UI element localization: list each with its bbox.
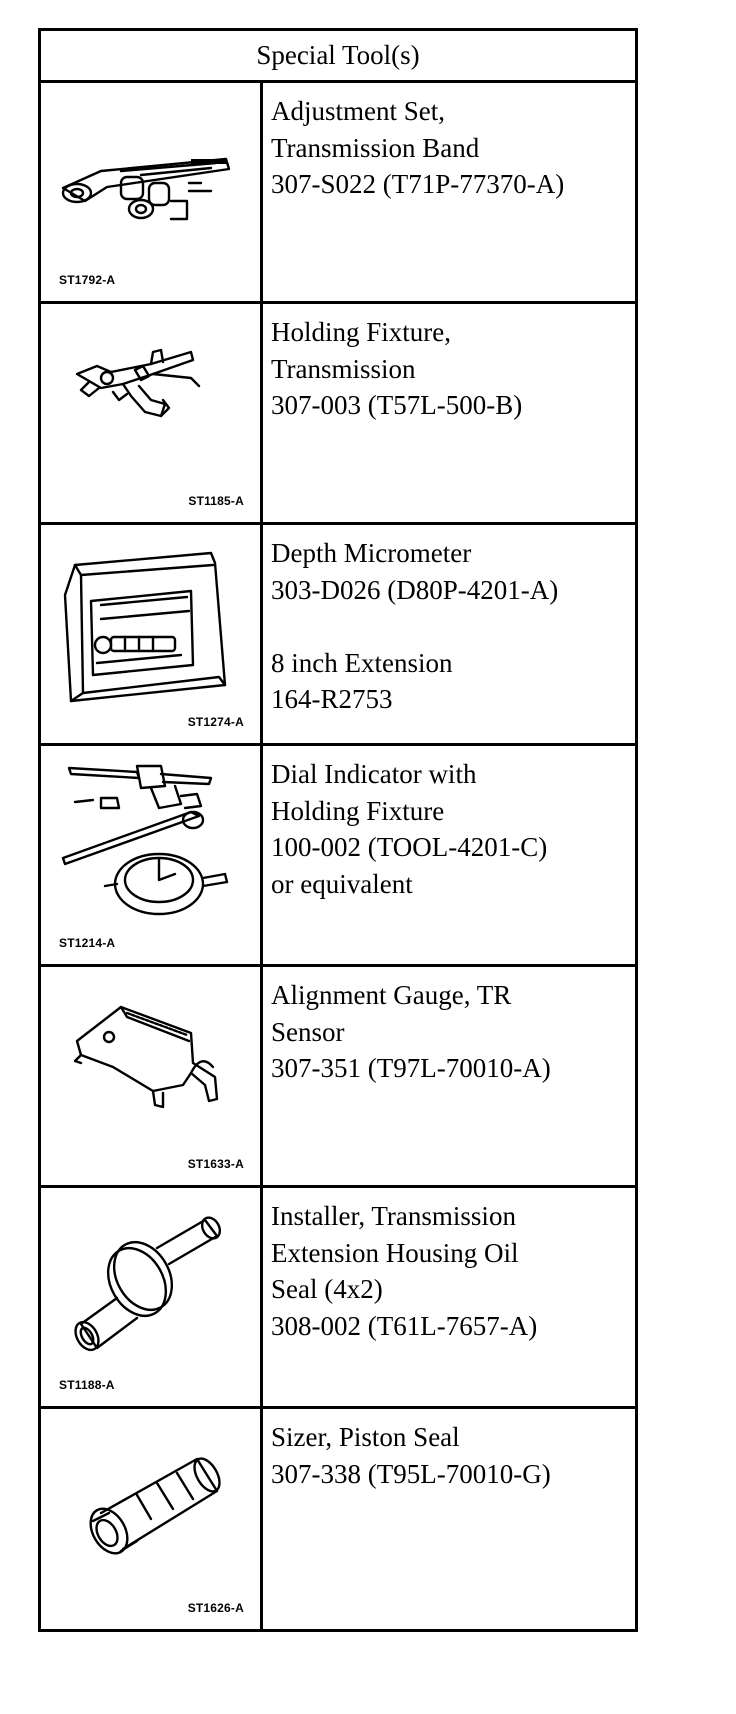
tool-image-cell: ST1185-A (41, 304, 263, 522)
description-line: Installer, Transmission (271, 1201, 516, 1231)
alignment-gauge-illustration-icon (73, 1005, 219, 1109)
tool-image-cell: ST1626-A (41, 1409, 263, 1629)
description-line: 8 inch Extension (271, 647, 453, 678)
seal-installer-illustration-icon (74, 1216, 222, 1352)
table-row: ST1792-A Adjustment Set, Transmission Ba… (41, 83, 635, 304)
image-code: ST1214-A (59, 936, 116, 950)
image-code: ST1185-A (188, 494, 244, 508)
description-line: Adjustment Set, (271, 96, 445, 126)
description-line: Transmission Band (271, 132, 480, 163)
description-line: or equivalent (271, 868, 413, 899)
tool-description: Sizer, Piston Seal 307-338 (T95L-70010-G… (263, 1409, 635, 1629)
tool-description: Alignment Gauge, TR Sensor 307-351 (T97L… (263, 967, 635, 1185)
description-line: 308-002 (T61L-7657-A) (271, 1310, 538, 1341)
table-row: ST1626-A Sizer, Piston Seal 307-338 (T95… (41, 1409, 635, 1629)
description-line: Seal (4x2) (271, 1274, 383, 1304)
tool-image-cell: ST1792-A (41, 83, 263, 301)
description-line: Depth Micrometer (271, 538, 472, 568)
description-line: 307-338 (T95L-70010-G) (271, 1458, 551, 1489)
spacer (271, 608, 635, 645)
description-line: 100-002 (TOOL-4201-C) (271, 832, 548, 862)
image-code: ST1188-A (59, 1378, 115, 1392)
piston-seal-sizer-illustration-icon (89, 1457, 221, 1555)
description-line: Holding Fixture, (271, 317, 451, 347)
table-row: ST1188-A Installer, Transmission Extensi… (41, 1188, 635, 1409)
dial-indicator-illustration-icon (61, 764, 229, 916)
description-line: 307-003 (T57L-500-B) (271, 390, 523, 420)
description-line: Sensor (271, 1016, 345, 1047)
description-line: Transmission (271, 353, 416, 384)
band-adjustment-set-illustration-icon (61, 157, 231, 221)
holding-fixture-illustration-icon (75, 348, 201, 418)
depth-micrometer-case-illustration-icon (63, 551, 227, 703)
tool-description: Installer, Transmission Extension Housin… (263, 1188, 635, 1406)
tool-image-cell: ST1633-A (41, 967, 263, 1185)
description-line: 307-S022 (T71P-77370-A) (271, 169, 565, 199)
tool-image-cell: ST1214-A (41, 746, 263, 964)
description-line: Sizer, Piston Seal (271, 1422, 460, 1452)
table-header: Special Tool(s) (41, 31, 635, 83)
description-line: Dial Indicator with (271, 759, 477, 789)
tool-description: Dial Indicator with Holding Fixture 100-… (263, 746, 635, 964)
table-row: ST1274-A Depth Micrometer 303-D026 (D80P… (41, 525, 635, 746)
image-code: ST1792-A (59, 273, 116, 287)
table-row: ST1214-A Dial Indicator with Holding Fix… (41, 746, 635, 967)
image-code: ST1626-A (187, 1601, 244, 1615)
tool-image-cell: ST1274-A (41, 525, 263, 743)
table-row: ST1633-A Alignment Gauge, TR Sensor 307-… (41, 967, 635, 1188)
description-line: 164-R2753 (271, 684, 393, 714)
tool-description: Holding Fixture, Transmission 307-003 (T… (263, 304, 635, 522)
description-line: 303-D026 (D80P-4201-A) (271, 574, 559, 605)
image-code: ST1633-A (187, 1157, 244, 1171)
description-line: 307-351 (T97L-70010-A) (271, 1053, 551, 1083)
tool-image-cell: ST1188-A (41, 1188, 263, 1406)
description-line: Holding Fixture (271, 795, 445, 826)
table-row: ST1185-A Holding Fixture, Transmission 3… (41, 304, 635, 525)
tool-description: Adjustment Set, Transmission Band 307-S0… (263, 83, 635, 301)
special-tools-table: Special Tool(s) ST1792-A Adjustment Set,… (38, 28, 638, 1632)
description-line: Extension Housing Oil (271, 1237, 519, 1268)
image-code: ST1274-A (187, 715, 244, 729)
tool-description: Depth Micrometer 303-D026 (D80P-4201-A) … (263, 525, 635, 743)
description-line: Alignment Gauge, TR (271, 980, 512, 1010)
